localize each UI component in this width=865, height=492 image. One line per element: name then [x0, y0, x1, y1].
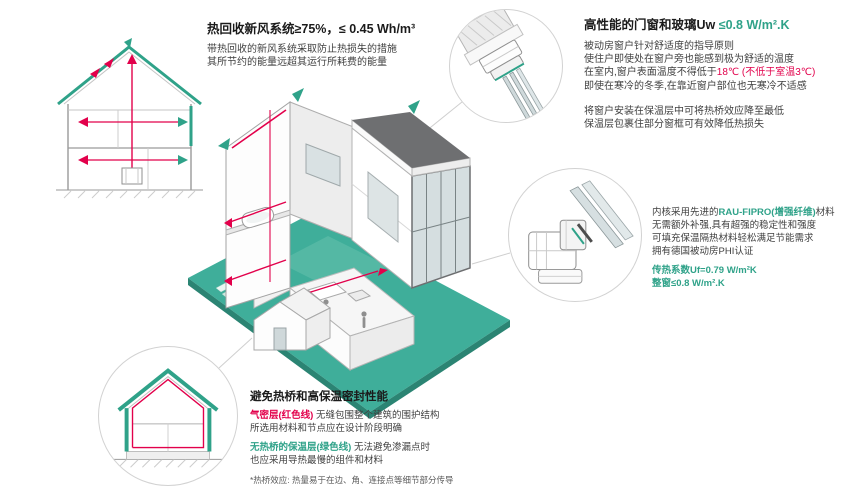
thermal-title: 避免热桥和高保温密封性能 — [250, 391, 388, 403]
basement-side — [349, 315, 415, 371]
material-highlight: RAU-FIPRO(增强纤维) — [718, 207, 816, 218]
house-structure — [63, 51, 196, 190]
profile-line-1: 内核采用先进的RAU-FIPRO(增强纤维)材料 — [652, 207, 835, 218]
thermal-envelope-circle — [98, 346, 238, 486]
annex-door — [273, 327, 287, 351]
flat-roof-slab — [352, 112, 470, 168]
ground-floor-duct — [229, 259, 287, 281]
upper-floor-duct — [229, 201, 287, 223]
red-riser-arrow — [127, 54, 137, 64]
teal-gasket — [494, 62, 525, 82]
right-wing — [351, 100, 471, 290]
duct-arrow — [224, 218, 232, 228]
thermal-line-1: 气密层(红色线) 无缝包围整个建筑的围护结构 — [250, 410, 440, 421]
thermal-line-4: 也应采用导热最慢的组件和材料 — [250, 455, 384, 466]
profile-line-3: 可填充保温隔热材料轻松满足节能需求 — [652, 233, 814, 244]
profile-line-2: 无需额外补强,具有超强的稳定性和强度 — [652, 220, 817, 231]
profile-sash — [559, 219, 587, 251]
thermal-envelope-illustration — [110, 368, 226, 468]
windows-line-1: 被动房窗户针对舒适度的指导原则 — [584, 41, 734, 52]
fresh-air-arrow — [218, 138, 230, 150]
u-value-window: 整窗≤0.8 W/m².K — [652, 278, 725, 289]
hrv-house-section-illustration — [56, 38, 203, 199]
fresh-air-arrows — [124, 38, 188, 165]
windows-line-3: 在室内,窗户表面温度不得低于18℃ (不低于室温3℃) — [584, 67, 816, 79]
duct-arrow — [378, 268, 388, 276]
windows-title: 高性能的门窗和玻璃Uw ≤0.8 W/m².K — [584, 14, 815, 33]
hrv-unit — [121, 167, 143, 185]
temperature-highlight: 18℃ (不低于室温3℃) — [716, 67, 816, 79]
hrv-body-line-1: 带热回收的新风系统采取防止热损失的措施 — [207, 44, 397, 55]
thermal-line-2: 所选用材料和节点应在设计阶段明确 — [250, 423, 403, 434]
roof-inner-line — [128, 375, 208, 409]
kitchen-island — [346, 289, 372, 302]
person-figure — [361, 311, 367, 328]
bathtub — [241, 206, 275, 229]
foundation-slab — [126, 451, 210, 460]
hrv-title: 热回收新风系统≥75%，≤ 0.45 Wh/m³ — [207, 22, 416, 36]
front-window — [367, 170, 399, 244]
hrv-text-block: 热回收新风系统≥75%，≤ 0.45 Wh/m³ 带热回收的新风系统采取防止热损… — [207, 18, 415, 69]
window-profile-illustration — [528, 180, 634, 284]
glazing-gasket-teal — [571, 227, 585, 245]
ventilation-ducts — [78, 54, 178, 184]
red-exhaust-arrow — [104, 58, 114, 68]
window-installation-detail-illustration — [454, 10, 544, 120]
window-detail-circle — [449, 9, 563, 123]
thermal-footnote: *热桥效应: 热量易于在边、角、连接点等细节部分传导 — [250, 475, 454, 485]
windows-title-value: ≤0.8 W/m².K — [718, 18, 790, 32]
glazing-pane — [509, 71, 538, 116]
airtight-line — [131, 378, 205, 449]
exhaust-arrow — [292, 88, 304, 102]
cutaway-face — [225, 101, 291, 309]
isometric-house-illustration — [188, 88, 510, 419]
thermal-line-3: 无热桥的保温层(绿色线) 无法避免渗漏点时 — [250, 442, 430, 453]
windows-text-block: 高性能的门窗和玻璃Uw ≤0.8 W/m².K 被动房窗户针对舒适度的指导原则 … — [584, 14, 815, 131]
roof-arrow — [408, 100, 420, 114]
insulation-label: 无热桥的保温层(绿色线) — [250, 442, 352, 453]
interior-duct — [297, 270, 379, 297]
windows-title-main: 高性能的门窗和玻璃Uw — [584, 18, 719, 32]
windows-line-2: 使住户即使处在窗户旁也能感到极为舒适的温度 — [584, 54, 794, 66]
glazing-pane — [569, 186, 624, 249]
roof-duct — [231, 109, 287, 149]
annex-gable — [253, 301, 307, 351]
duct-arrow — [224, 276, 232, 286]
red-exhaust-arrow — [90, 68, 100, 78]
insulation-line-roof — [117, 368, 219, 412]
hrv-body-line-2: 其所节约的能量远超其运行所耗费的能量 — [207, 57, 387, 69]
red-supply-arrow — [78, 117, 88, 127]
glazing-gasket-dark — [576, 223, 593, 243]
red-supply-arrow — [78, 155, 88, 165]
profile-text-block: 内核采用先进的RAU-FIPRO(增强纤维)材料 无需额外补强,具有超强的稳定性… — [652, 206, 835, 290]
garden-annex — [253, 287, 331, 351]
airtight-label: 气密层(红色线) — [250, 410, 314, 421]
insulation-line-walls — [124, 408, 212, 452]
roof-fascia-side — [411, 157, 471, 177]
window-profile-circle — [508, 168, 642, 302]
profile-line-4: 拥有德国被动房PHI认证 — [652, 246, 754, 257]
u-value-frame: 传热系数Uf=0.79 W/m²K — [652, 265, 757, 276]
windows-line-5: 将窗户安装在保温层中可将热桥效应降至最低 — [584, 105, 784, 117]
glazing-pane — [581, 180, 634, 241]
left-wing — [218, 88, 357, 309]
ground — [56, 189, 203, 199]
back-window — [305, 143, 341, 187]
thermal-text-block: 避免热桥和高保温密封性能 气密层(红色线) 无缝包围整个建筑的围护结构 所选用材… — [250, 388, 454, 486]
windows-line-4: 即使在寒冷的冬季,在靠近窗户部位也无寒冷不适感 — [584, 80, 807, 92]
windows-line-6: 保温层包裹住部分窗框可有效降低热损失 — [584, 119, 764, 131]
